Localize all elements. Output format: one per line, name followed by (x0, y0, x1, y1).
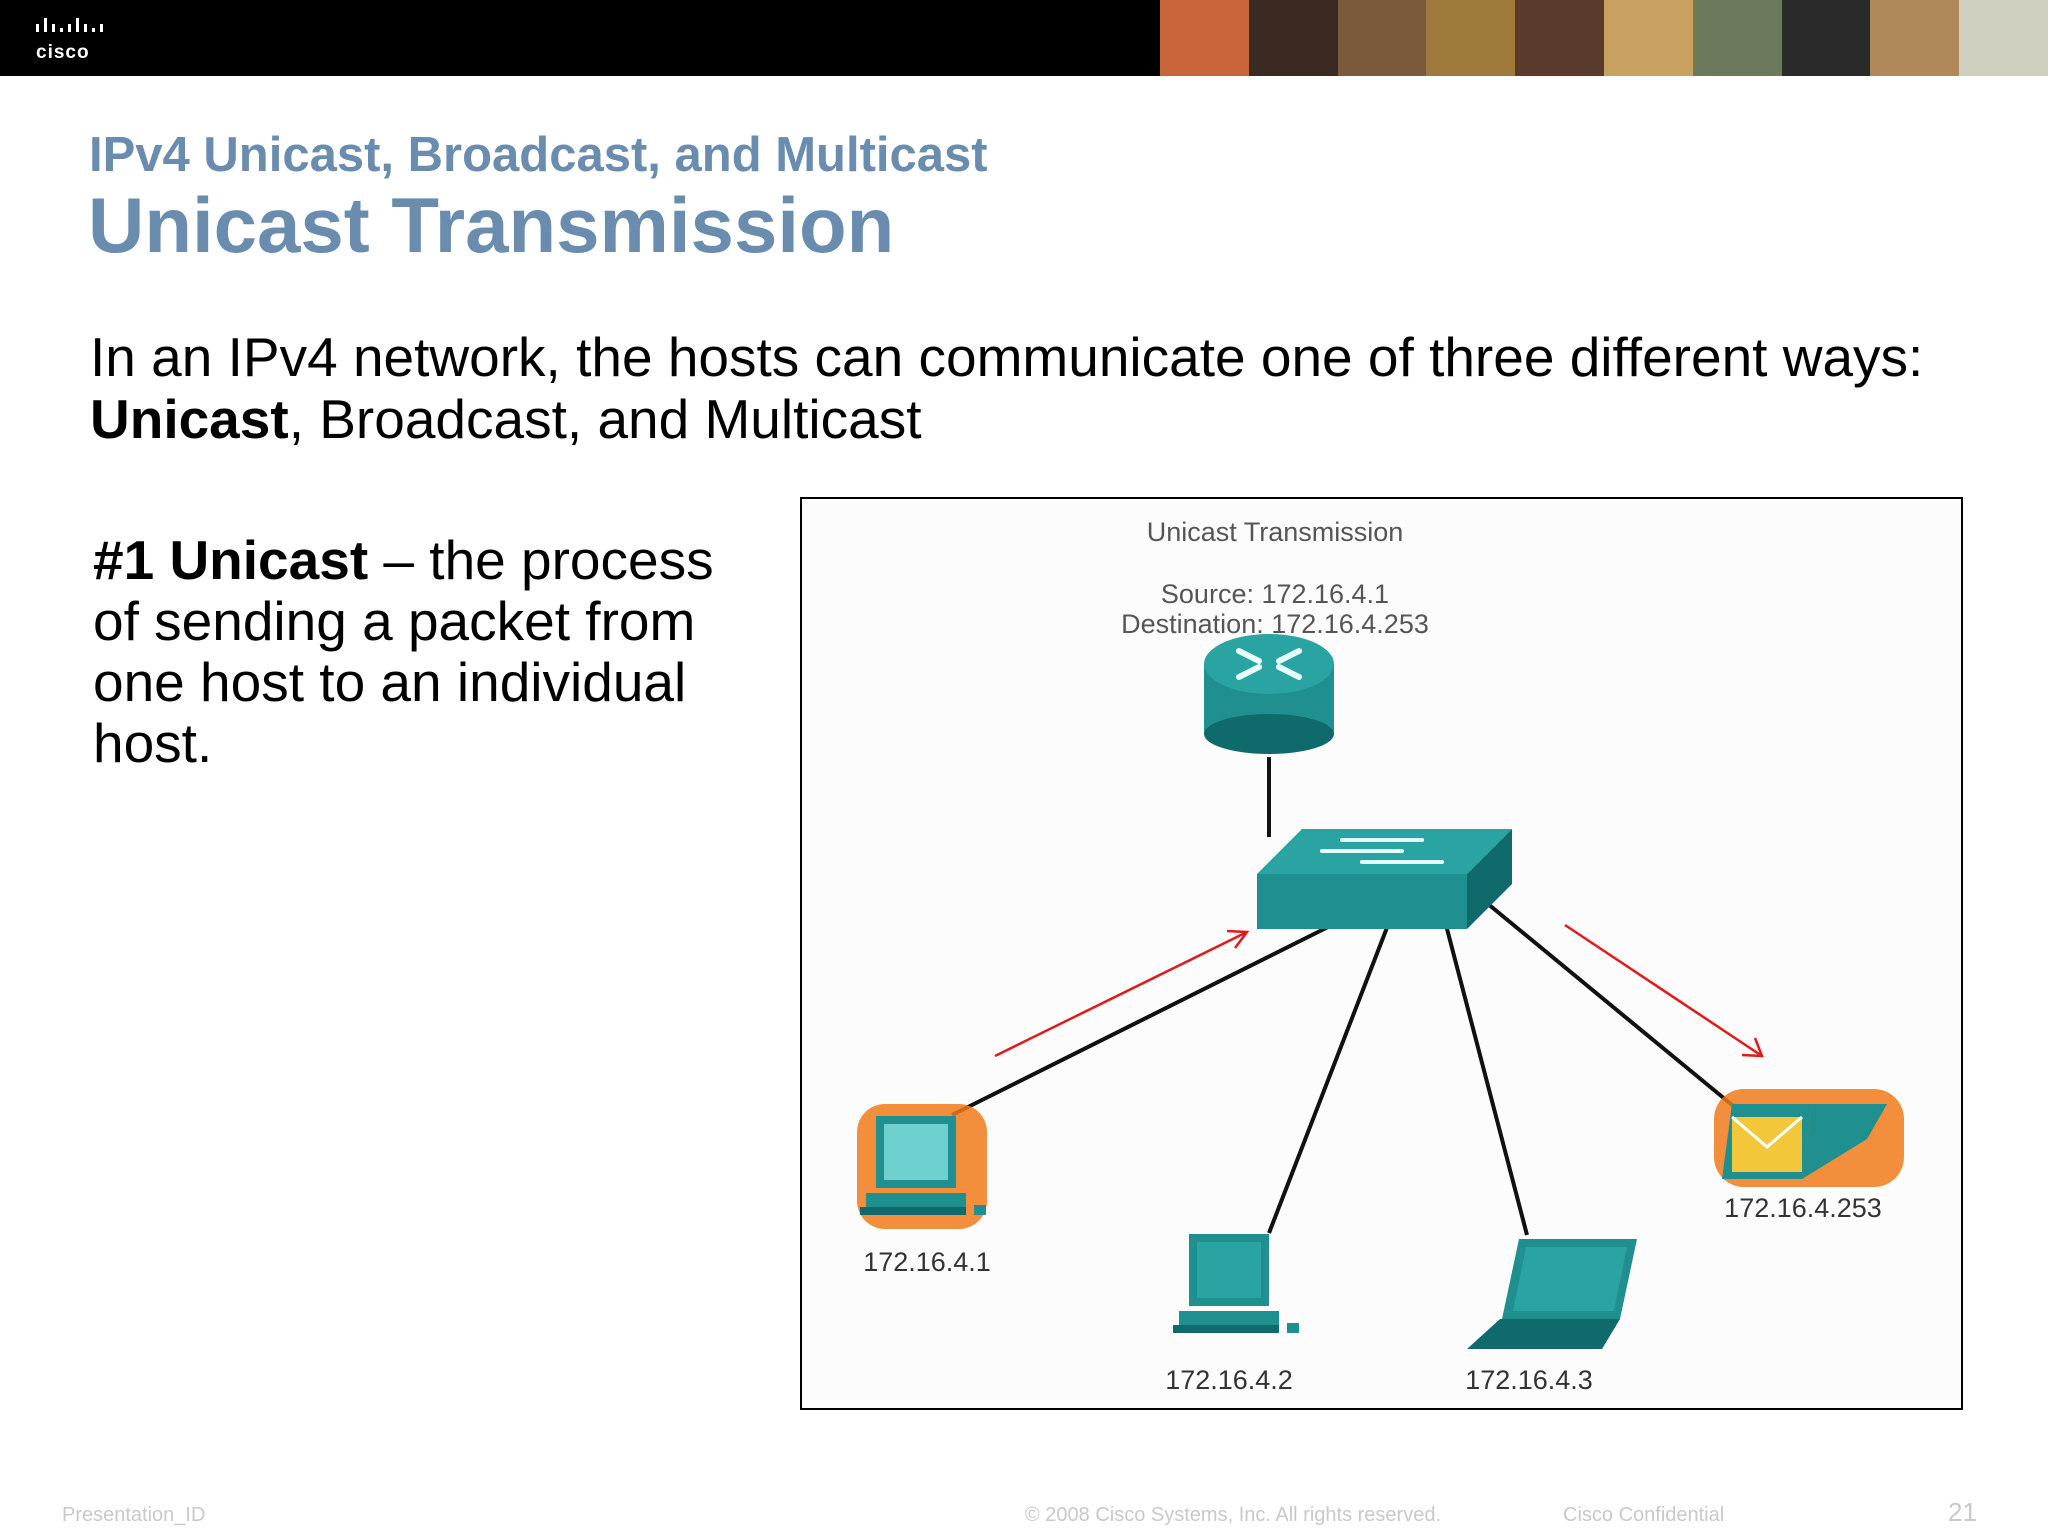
cisco-logo: cisco (28, 12, 124, 64)
link-switch-host1 (951, 923, 1333, 1117)
link-switch-host2 (1267, 924, 1390, 1234)
header-photo-strip (1160, 0, 2048, 76)
host-1-label: 172.16.4.1 (863, 1247, 991, 1277)
header-photo (1248, 0, 1338, 76)
slide-kicker: IPv4 Unicast, Broadcast, and Multicast (89, 128, 988, 182)
intro-rest: , Broadcast, and Multicast (288, 388, 922, 450)
diagram-title: Unicast Transmission (1147, 517, 1404, 547)
header-photo (1160, 0, 1249, 76)
link-switch-host4 (1480, 897, 1739, 1111)
host-2-computer-icon (1173, 1234, 1299, 1333)
host-2-label: 172.16.4.2 (1165, 1365, 1293, 1395)
header-photo (1692, 0, 1782, 76)
bullet-text: #1 Unicast – the process of sending a pa… (93, 530, 733, 774)
arrow-to-switch (994, 929, 1250, 1058)
host-4-label: 172.16.4.253 (1724, 1193, 1882, 1223)
header-photo (1870, 0, 1960, 76)
header-bar: cisco (0, 0, 2048, 76)
network-topology: Unicast Transmission Source: 172.16.4.1 … (857, 517, 1904, 1395)
intro-line1: In an IPv4 network, the hosts can commun… (90, 326, 1924, 388)
header-photo (1603, 0, 1693, 76)
footer-confidential: Cisco Confidential (1563, 1504, 1725, 1526)
header-photo (1959, 0, 2048, 76)
cisco-bars-icon (36, 18, 103, 32)
page-number: 21 (1948, 1497, 1977, 1527)
header-photo (1337, 0, 1427, 76)
footer-copyright: © 2008 Cisco Systems, Inc. All rights re… (1025, 1504, 1442, 1526)
link-switch-host3 (1444, 924, 1529, 1236)
intro-bold: Unicast (90, 388, 289, 450)
unicast-diagram: Unicast Transmission Source: 172.16.4.1 … (800, 497, 1963, 1410)
host-1-computer-icon (857, 1104, 987, 1229)
cisco-logo-text: cisco (36, 42, 90, 63)
footer-presentation-id: Presentation_ID (62, 1504, 206, 1526)
intro-text: In an IPv4 network, the hosts can commun… (90, 326, 2020, 450)
slide-title: Unicast Transmission (88, 181, 895, 269)
diagram-source: Source: 172.16.4.1 (1161, 579, 1389, 609)
bullet-rest: – the process of sending a packet from o… (93, 529, 714, 774)
host-3-laptop-icon (1467, 1239, 1637, 1349)
bullet-bold: #1 Unicast (93, 529, 369, 591)
router-icon (1204, 634, 1334, 754)
switch-icon (1257, 829, 1512, 929)
diagram-destination: Destination: 172.16.4.253 (1121, 609, 1429, 639)
host-3-label: 172.16.4.3 (1465, 1365, 1593, 1395)
host-4-destination-icon (1714, 1089, 1904, 1187)
header-photo (1426, 0, 1516, 76)
header-photo (1515, 0, 1604, 76)
arrow-to-destination (1564, 923, 1764, 1058)
header-photo (1781, 0, 1871, 76)
